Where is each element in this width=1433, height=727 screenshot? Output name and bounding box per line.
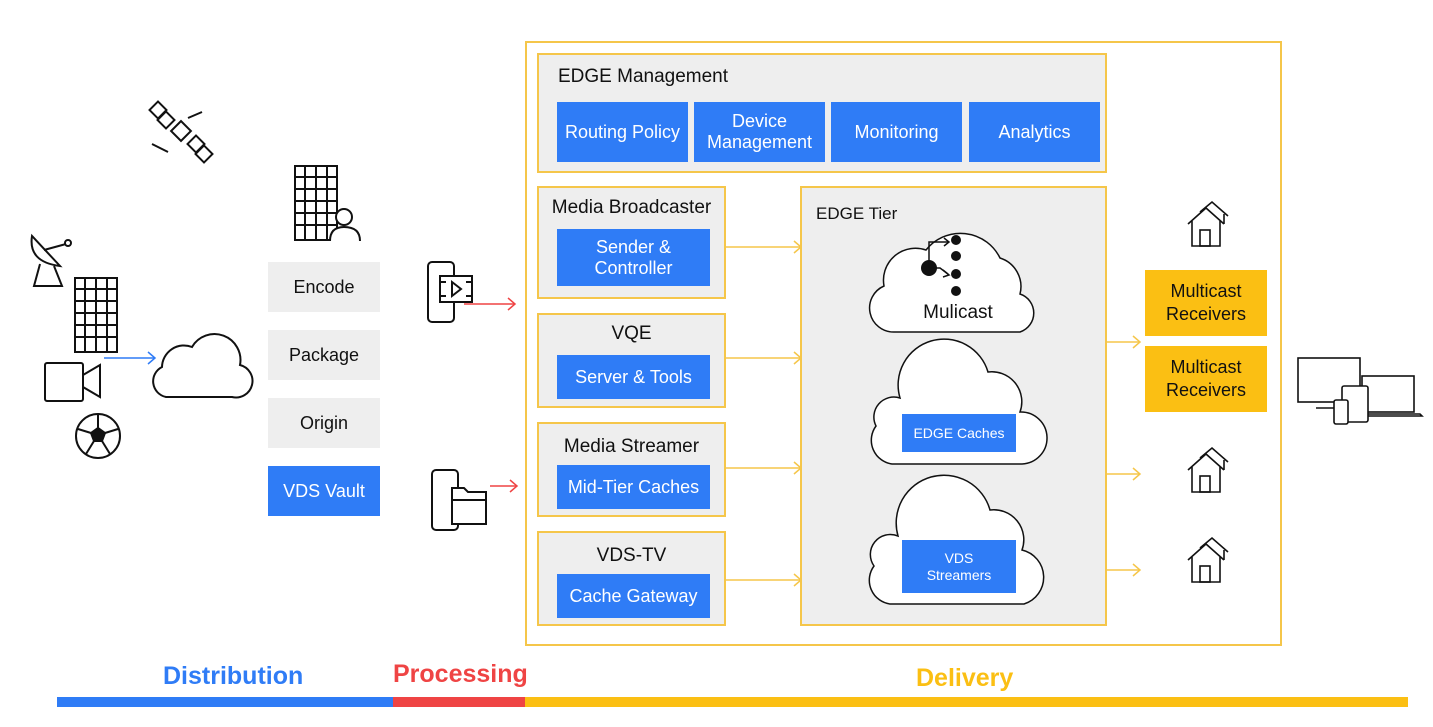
delivery-frame: [525, 41, 1282, 646]
vds-streamers-button[interactable]: VDS Streamers: [902, 540, 1016, 593]
multicast-cloud: [868, 232, 1035, 333]
origin-step[interactable]: Origin: [268, 398, 380, 448]
devices-icon: [1297, 357, 1424, 425]
legend-processing: Processing: [393, 660, 528, 688]
media-broadcaster-panel: Media Broadcaster Sender & Controller: [537, 186, 726, 299]
video-camera-icon: [44, 362, 101, 402]
mid-tier-caches-button[interactable]: Mid-Tier Caches: [557, 465, 710, 509]
encode-step[interactable]: Encode: [268, 262, 380, 312]
cache-gateway-button[interactable]: Cache Gateway: [557, 574, 710, 618]
server-tools-button[interactable]: Server & Tools: [557, 355, 710, 399]
media-streamer-title: Media Streamer: [563, 436, 700, 457]
legend-delivery: Delivery: [916, 664, 1014, 692]
satellite-dish-icon: [30, 233, 72, 287]
edge-output-arrows: [1105, 335, 1142, 577]
vqe-title: VQE: [611, 323, 652, 344]
edge-tier-title: EDGE Tier: [816, 204, 898, 223]
device-management-button[interactable]: Device Management: [694, 102, 825, 162]
multicast-tree-icon: [921, 235, 961, 296]
analytics-button[interactable]: Analytics: [969, 102, 1100, 162]
package-step[interactable]: Package: [268, 330, 380, 380]
legend-bar-processing: [393, 697, 525, 707]
edge-management-title: EDGE Management: [558, 66, 729, 87]
multicast-receivers-2[interactable]: Multicast Receivers: [1145, 346, 1267, 412]
edge-management-panel: EDGE Management Routing Policy Device Ma…: [537, 53, 1107, 173]
soccer-ball-icon: [75, 413, 121, 459]
legend-distribution: Distribution: [163, 662, 304, 690]
legend-bar-distribution: [57, 697, 393, 707]
mobile-folder-icon: [431, 469, 519, 531]
vds-vault-button[interactable]: VDS Vault: [268, 466, 380, 516]
home-icon-3: [1187, 536, 1229, 583]
satellite-icon: [148, 100, 214, 164]
multicast-label: Mulicast: [923, 302, 993, 323]
routing-policy-button[interactable]: Routing Policy: [557, 102, 688, 162]
monitoring-button[interactable]: Monitoring: [831, 102, 962, 162]
home-icon-2: [1187, 446, 1229, 493]
legend-bar-delivery: [525, 697, 1408, 707]
mobile-video-icon: [427, 261, 517, 323]
home-icon: [1187, 200, 1229, 247]
vds-tv-title: VDS-TV: [596, 545, 667, 566]
edge-caches-button[interactable]: EDGE Caches: [902, 414, 1016, 452]
sender-controller-button[interactable]: Sender & Controller: [557, 229, 710, 286]
source-arrow: [104, 351, 157, 365]
building-icon: [74, 277, 118, 353]
vqe-panel: VQE Server & Tools: [537, 313, 726, 408]
datacenter-user-icon: [294, 165, 361, 242]
module-arrows: [726, 240, 803, 587]
media-broadcaster-title: Media Broadcaster: [551, 197, 712, 218]
multicast-receivers-1[interactable]: Multicast Receivers: [1145, 270, 1267, 336]
media-streamer-panel: Media Streamer Mid-Tier Caches: [537, 422, 726, 517]
cloud-icon: [152, 333, 254, 399]
vds-tv-panel: VDS-TV Cache Gateway: [537, 531, 726, 626]
